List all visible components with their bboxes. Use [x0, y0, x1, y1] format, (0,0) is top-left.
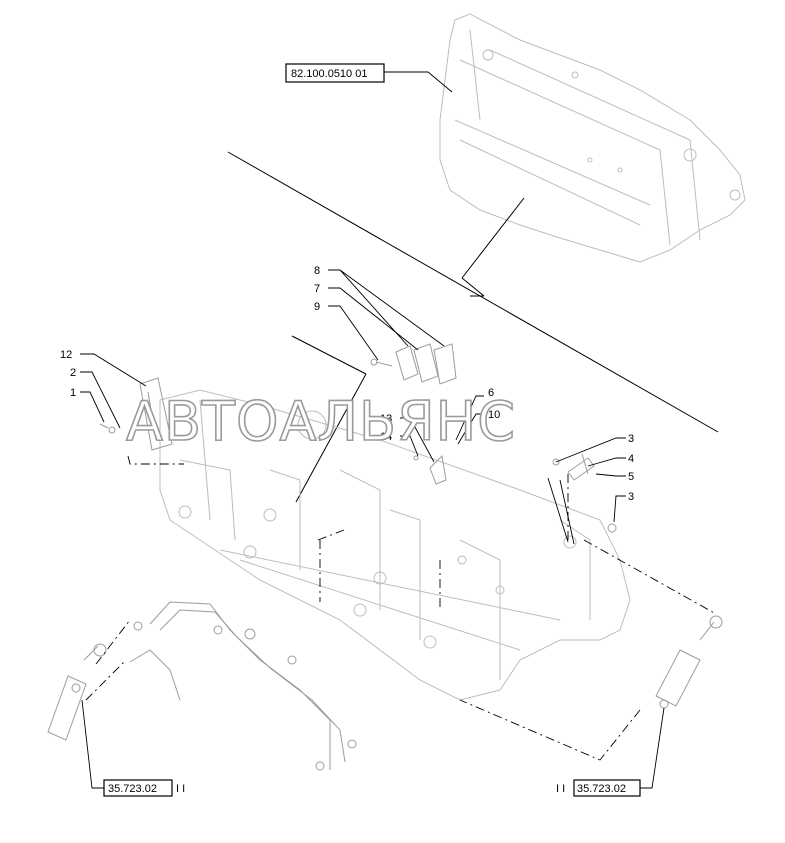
ref-box-right-marker: I I: [556, 783, 565, 795]
callout-10: 10: [488, 409, 500, 421]
callout-1: 1: [70, 387, 76, 399]
callout-14: 14: [380, 431, 392, 443]
pin-set: [552, 453, 617, 533]
callout-4: 4: [628, 453, 634, 465]
zigzag-link: [461, 197, 525, 297]
bucket-main-outline: [159, 389, 631, 701]
callout-5: 5: [628, 471, 634, 483]
ref-box-right[interactable]: 35.723.02 I I: [556, 779, 641, 797]
connection-line-bracket: [127, 455, 184, 465]
callout-9: 9: [314, 301, 320, 313]
callout-labels: 12 2 1 8 7 9 6 10 13 14 3 4 5 3: [60, 265, 634, 503]
callout-8: 8: [314, 265, 320, 277]
ref-box-left-label: 35.723.02: [108, 783, 157, 795]
connection-line-right: [583, 539, 717, 615]
callout-7: 7: [314, 283, 320, 295]
bracket-plate: [99, 377, 173, 451]
connection-line-hose-2: [317, 529, 345, 541]
leader-lines: [80, 71, 665, 789]
callout-3-bottom: 3: [628, 491, 634, 503]
callout-3-top: 3: [628, 433, 634, 445]
callout-6: 6: [488, 387, 494, 399]
section-cut-line: [227, 151, 719, 433]
connection-line-right-2: [459, 699, 641, 761]
hydraulic-cylinder-right: [655, 615, 723, 709]
connection-line-left-2: [85, 659, 127, 701]
ref-box-top[interactable]: 82.100.0510 01: [285, 63, 385, 83]
ref-box-top-label: 82.100.0510 01: [291, 68, 367, 80]
bucket-upper-outline: [439, 13, 746, 263]
break-line-left: [291, 335, 367, 375]
leader-to-bucket: [295, 373, 367, 503]
callout-2: 2: [70, 367, 76, 379]
hydraulic-cylinder-left: [47, 643, 107, 741]
ref-box-left[interactable]: 35.723.02 I I: [103, 779, 185, 797]
watermark-text: АВТОАЛЬЯНС: [126, 390, 516, 453]
hydraulic-hoses: [129, 601, 357, 771]
ref-box-left-marker: I I: [176, 783, 185, 795]
callout-13: 13: [380, 413, 392, 425]
ref-box-right-label: 35.723.02: [577, 783, 626, 795]
wear-shoe: [413, 454, 447, 485]
wear-pads: [370, 343, 457, 385]
callout-12: 12: [60, 349, 72, 361]
connection-line-left-1: [95, 619, 131, 665]
